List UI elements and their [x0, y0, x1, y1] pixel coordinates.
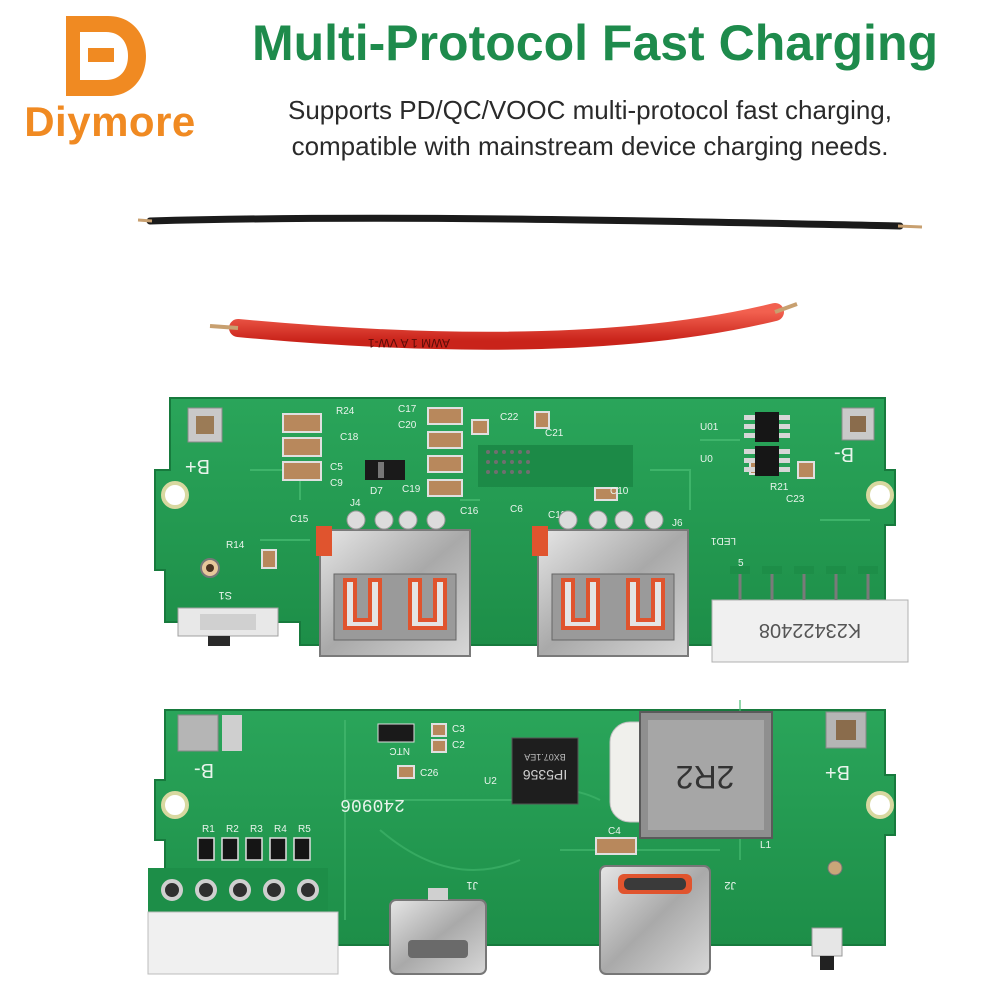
- svg-text:D7: D7: [370, 486, 383, 497]
- black-wire: [137, 214, 923, 230]
- resistor-label-r2: R2: [226, 824, 239, 835]
- mount-hole: [866, 481, 894, 509]
- ic-chip-ip5356: IP5356 BX07.1EA: [511, 737, 579, 805]
- svg-text:C2: C2: [452, 740, 465, 751]
- usb-typec-port: J2: [599, 865, 736, 975]
- switch-label: S1: [219, 589, 232, 601]
- svg-text:C26: C26: [420, 768, 439, 779]
- mount-hole: [866, 791, 894, 819]
- svg-text:C6: C6: [510, 504, 523, 515]
- subtitle-line-1: Supports PD/QC/VOOC multi-protocol fast …: [287, 95, 892, 125]
- inductor-label: 2R2: [676, 759, 735, 795]
- pad-label-bplus: B+: [185, 455, 210, 477]
- pin-connector-top: 5 K23422408: [711, 558, 909, 663]
- svg-text:C20: C20: [398, 420, 417, 431]
- red-wire-print: AWM 1 A VW-1: [368, 336, 450, 350]
- connector-pin-label: 5: [738, 558, 744, 569]
- svg-text:C9: C9: [330, 478, 343, 489]
- chip-label: IP5356: [523, 767, 568, 783]
- svg-text:C10: C10: [610, 486, 629, 497]
- usb-a-port-left: [316, 510, 471, 657]
- red-wire: AWM 1 A VW-1: [209, 302, 798, 350]
- ntc-resistor: [377, 723, 415, 743]
- svg-text:C5: C5: [330, 462, 343, 473]
- subtitle-line-2: compatible with mainstream device chargi…: [291, 131, 889, 161]
- port-label-j1: J1: [466, 879, 478, 891]
- svg-text:U0: U0: [700, 454, 713, 465]
- capacitor-group: [261, 407, 815, 569]
- chip-sub: BX07.1EA: [524, 752, 566, 762]
- svg-text:C17: C17: [398, 404, 417, 415]
- svg-text:U01: U01: [700, 422, 719, 433]
- svg-text:C16: C16: [460, 506, 479, 517]
- micro-usb-port: J1: [389, 879, 487, 975]
- inductor-2r2: 2R2: [609, 711, 773, 839]
- pad-label-bplus-bottom: B+: [825, 761, 850, 783]
- date-code: 240906: [340, 794, 405, 814]
- page-subtitle: Supports PD/QC/VOOC multi-protocol fast …: [230, 92, 950, 164]
- mosfet-u01: [755, 412, 779, 442]
- svg-text:C11: C11: [548, 510, 566, 521]
- svg-text:C18: C18: [340, 432, 359, 443]
- svg-text:C3: C3: [452, 724, 465, 735]
- tactile-switch: [177, 607, 279, 646]
- svg-text:C22: C22: [500, 412, 519, 423]
- page-title: Multi-Protocol Fast Charging: [251, 15, 939, 71]
- connector-code: K23422408: [759, 619, 861, 641]
- resistor-label-r5: R5: [298, 824, 311, 835]
- battery-pad-negative: [177, 714, 219, 752]
- svg-text:J6: J6: [672, 518, 683, 529]
- svg-text:R24: R24: [336, 406, 355, 417]
- svg-text:C19: C19: [402, 484, 421, 495]
- svg-text:C15: C15: [290, 514, 309, 525]
- ntc-label: NTC: [389, 745, 410, 756]
- resistor-label-r4: R4: [274, 824, 287, 835]
- pin-connector-bottom: [147, 868, 339, 975]
- svg-text:R14: R14: [226, 540, 245, 551]
- ic-footprint: [478, 445, 633, 487]
- svg-text:C23: C23: [786, 494, 805, 505]
- svg-text:J4: J4: [350, 498, 361, 509]
- svg-text:L1: L1: [760, 840, 772, 851]
- side-button: [811, 927, 843, 957]
- mosfet-u0: [755, 446, 779, 476]
- resistor-row: [197, 837, 311, 861]
- brand-name: Diymore: [24, 98, 196, 145]
- mount-hole: [161, 791, 189, 819]
- svg-text:R21: R21: [770, 482, 789, 493]
- diode: [365, 460, 405, 480]
- svg-text:C4: C4: [608, 826, 621, 837]
- svg-text:C21: C21: [545, 428, 564, 439]
- pcb-top-board: B+ B-: [154, 397, 909, 663]
- diymore-d-icon: [66, 16, 146, 96]
- mount-hole: [161, 481, 189, 509]
- resistor-label-r3: R3: [250, 824, 263, 835]
- battery-pad-positive: [187, 407, 223, 443]
- pad-label-bminus: B-: [834, 443, 854, 465]
- pad-label-bminus-bottom: B-: [194, 759, 214, 781]
- usb-a-port-right: [532, 510, 689, 657]
- svg-text:U2: U2: [484, 776, 497, 787]
- resistor-label-r1: R1: [202, 824, 215, 835]
- port-label-j2: J2: [724, 879, 736, 891]
- led-label: LED1: [711, 535, 736, 546]
- brand-logo: Diymore: [10, 10, 210, 145]
